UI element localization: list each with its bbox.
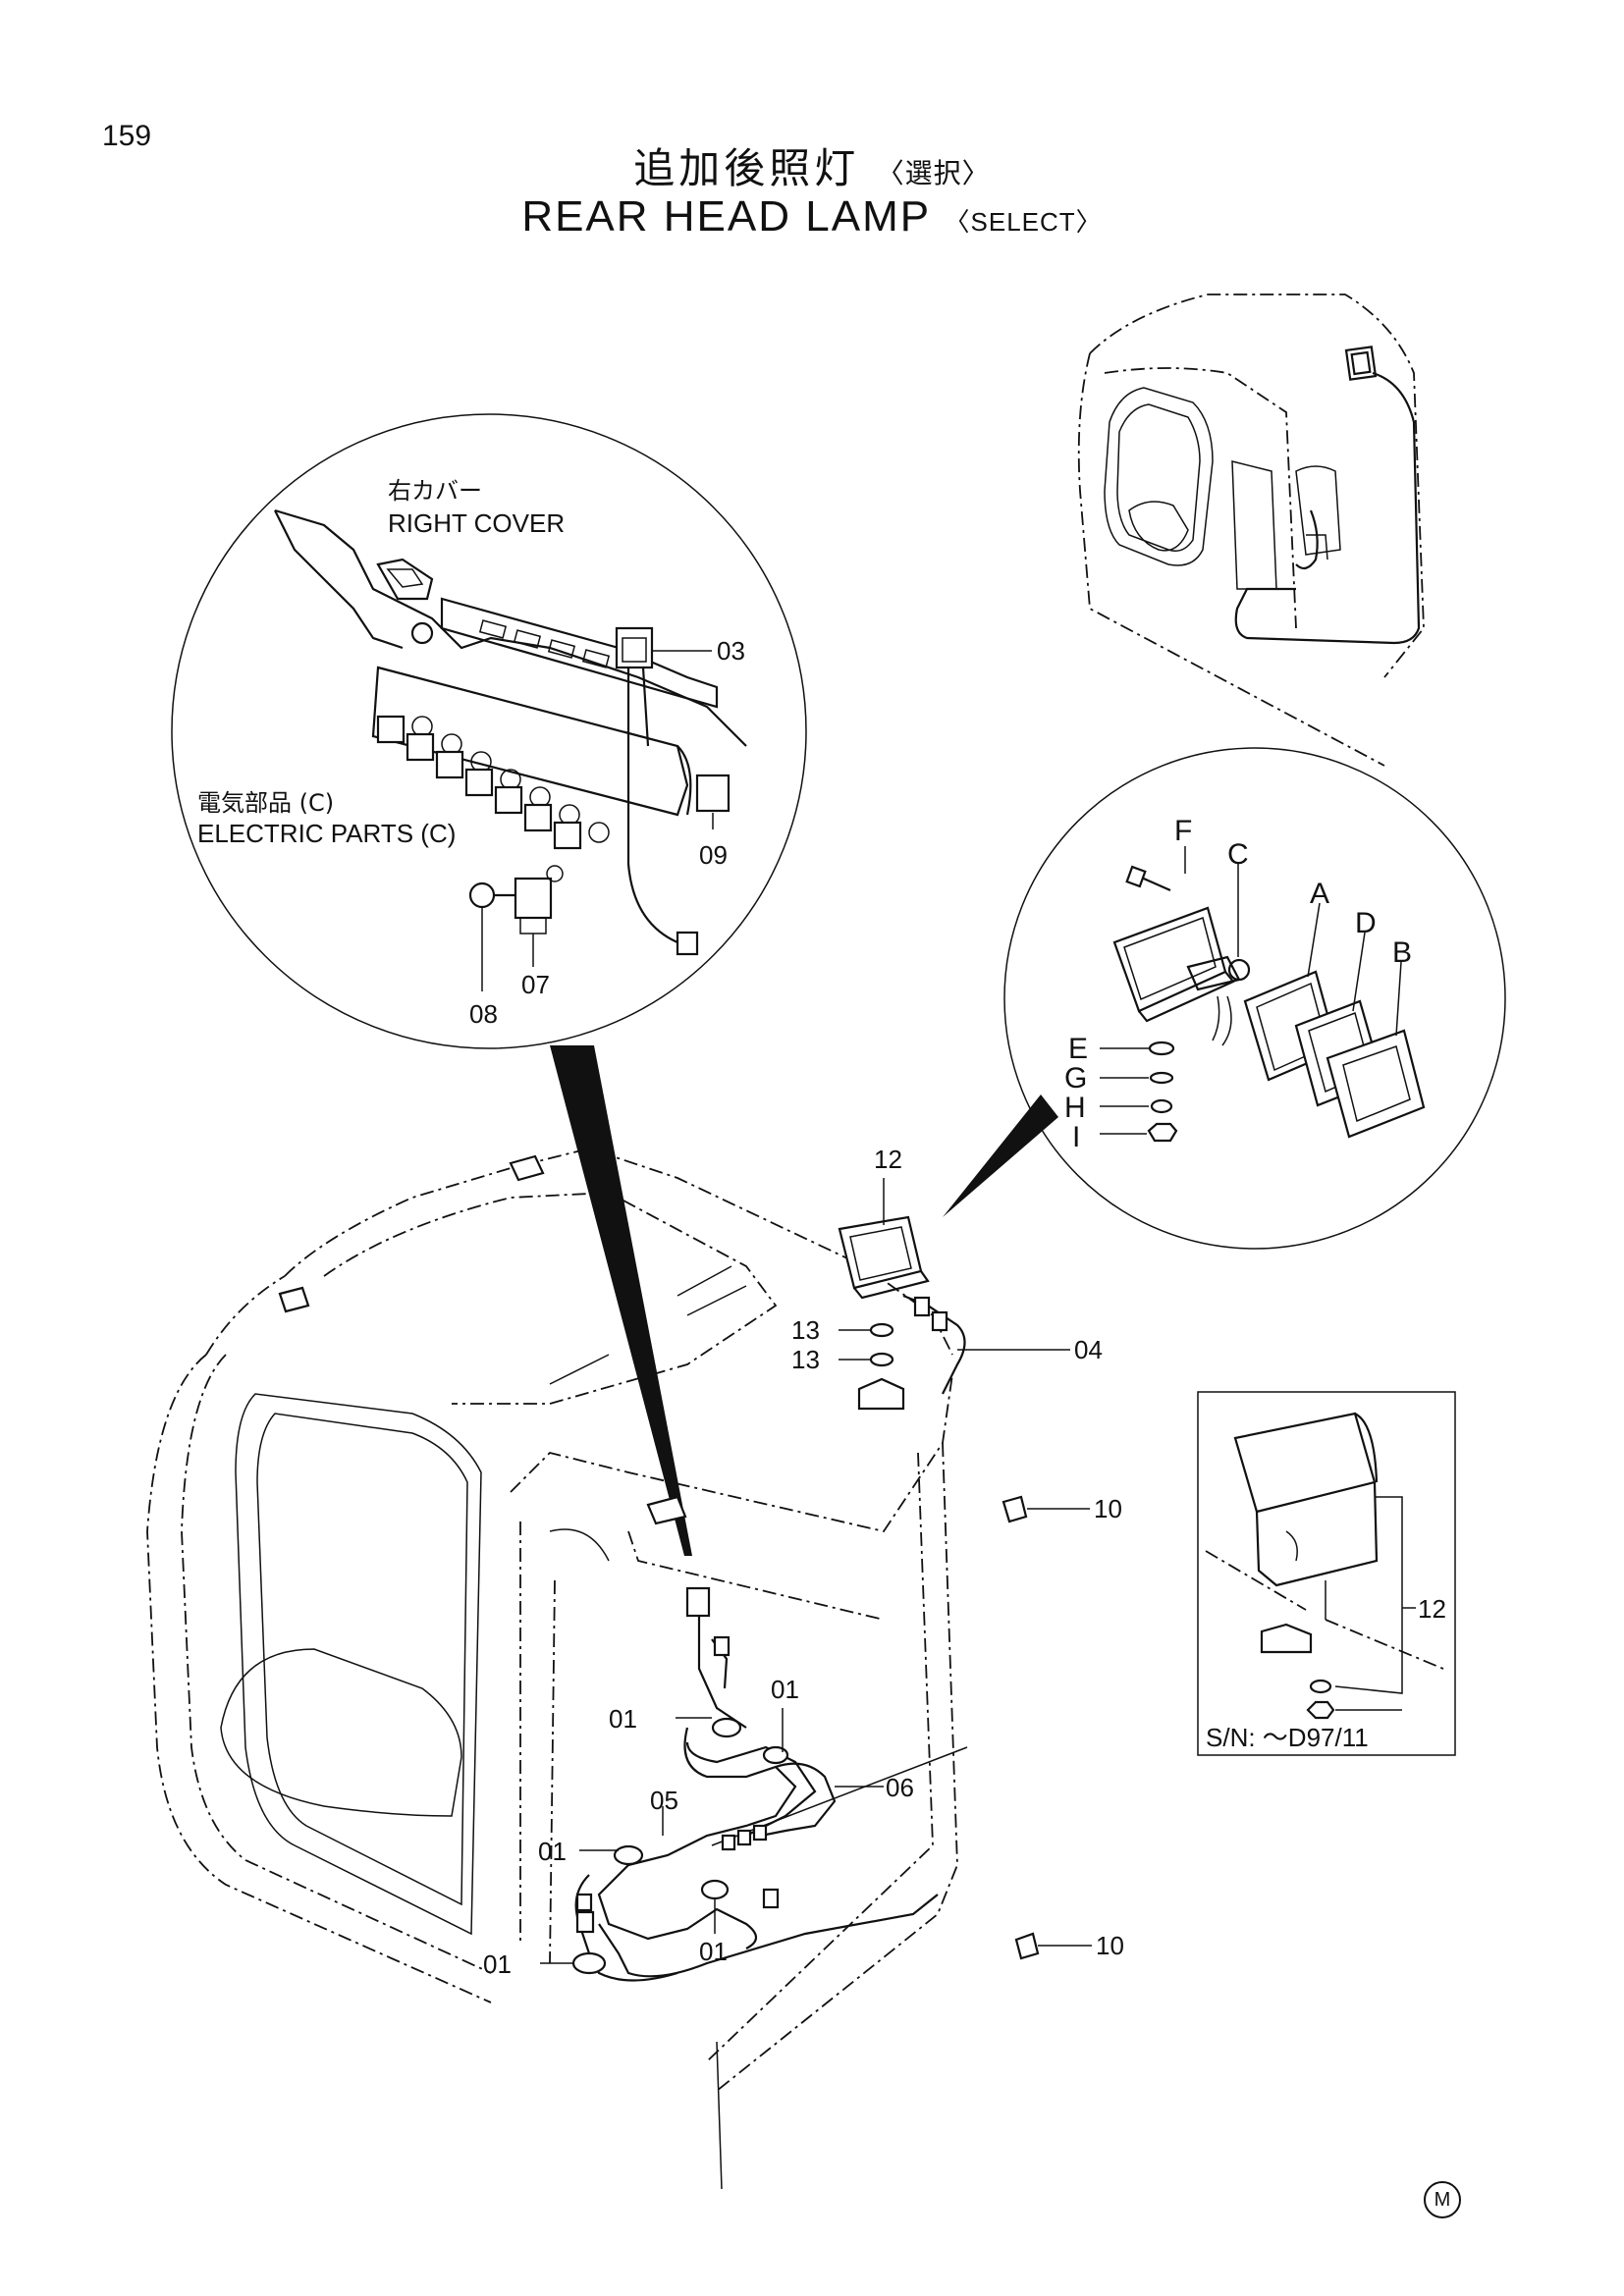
part-label-13-lower: 13: [791, 1345, 820, 1374]
inset-serial-box: 12 S/N: ～D97/11: [1197, 1391, 1456, 1756]
part-label-01-a: 01: [609, 1704, 637, 1734]
title-english: REAR HEAD LAMP 〈SELECT〉: [0, 192, 1624, 241]
part-label-04: 04: [1074, 1335, 1103, 1364]
main-cab-drawing: 12 13 13 04 10 10 01 01 06 05 01 01 01: [146, 1145, 1124, 2190]
detail-circle-electric: 右カバー RIGHT COVER 電気部品 (C) ELECTRIC PARTS…: [171, 413, 807, 1556]
electric-parts-en-label: ELECTRIC PARTS (C): [197, 819, 456, 848]
part-label-06: 06: [886, 1773, 914, 1802]
part-label-01-d: 01: [699, 1937, 728, 1966]
title-en-text: REAR HEAD LAMP: [521, 192, 931, 240]
detail-circle-lamp: F C A D B E G H I: [943, 747, 1506, 1250]
lamp-label-I: I: [1072, 1121, 1080, 1153]
electric-parts-jp-label: 電気部品 (C): [197, 789, 334, 817]
lamp-label-B: B: [1392, 936, 1412, 969]
lamp-label-D: D: [1355, 907, 1377, 939]
bottom-circled-mark: M: [1424, 2181, 1461, 2218]
part-label-05: 05: [650, 1786, 678, 1815]
title-japanese: 追加後照灯 〈選択〉: [0, 135, 1624, 195]
right-cover-en-label: RIGHT COVER: [388, 508, 565, 538]
part-label-01-c: 01: [538, 1837, 567, 1866]
part-label-10-upper: 10: [1094, 1494, 1122, 1523]
page-number: 159: [102, 120, 152, 152]
lamp-label-E: E: [1068, 1033, 1088, 1065]
title-en-select: 〈SELECT〉: [944, 207, 1103, 237]
part-label-01-e: 01: [483, 1949, 512, 1979]
part-label-03: 03: [717, 636, 745, 666]
right-cover-jp-label: 右カバー: [388, 477, 482, 505]
part-label-07: 07: [521, 970, 550, 999]
lamp-label-H: H: [1064, 1092, 1086, 1124]
part-label-10-lower: 10: [1096, 1931, 1124, 1960]
title-jp-select: 〈選択〉: [876, 157, 991, 189]
part-label-13-upper: 13: [791, 1315, 820, 1345]
cab-overview-drawing: [1077, 294, 1425, 767]
lamp-label-G: G: [1064, 1062, 1087, 1095]
part-label-01-b: 01: [771, 1675, 799, 1704]
lamp-label-C: C: [1227, 838, 1249, 871]
title-jp-text: 追加後照灯: [633, 144, 860, 192]
lamp-label-F: F: [1174, 815, 1192, 847]
lamp-label-A: A: [1310, 878, 1329, 910]
part-label-12: 12: [874, 1145, 902, 1174]
part-label-12-inset: 12: [1418, 1594, 1446, 1624]
inset-serial-text: S/N: ～D97/11: [1206, 1723, 1369, 1752]
part-label-08: 08: [469, 999, 498, 1029]
part-label-09: 09: [699, 840, 728, 870]
relay-row: [376, 715, 610, 850]
